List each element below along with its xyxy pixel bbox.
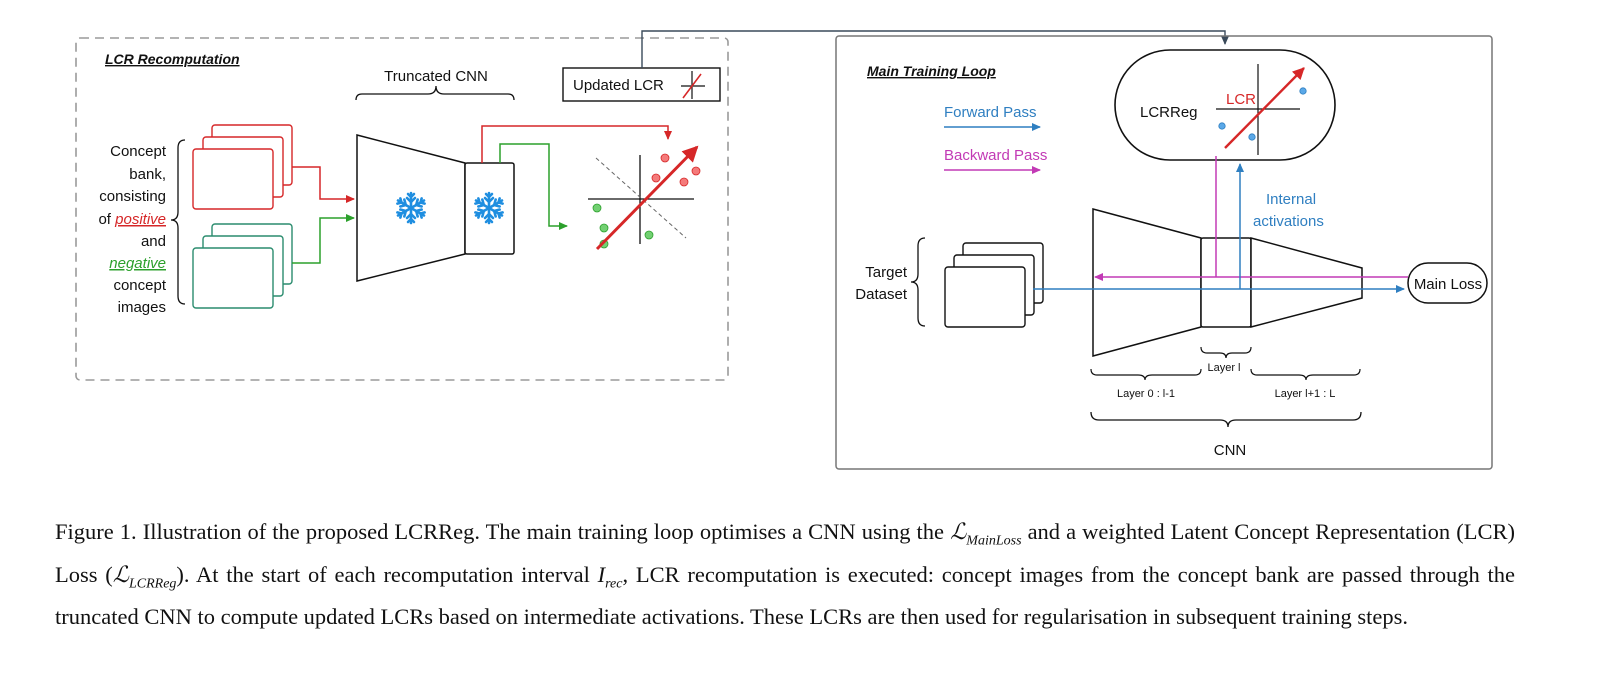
lcrreg-module: [1114, 49, 1336, 161]
math-subscript: MainLoss: [966, 533, 1022, 549]
positive-point: [679, 177, 689, 187]
and-word: and: [141, 233, 166, 250]
main-training-loop-frame: [835, 35, 1493, 470]
math-lcrreg-loss: ℒLCRReg: [112, 561, 177, 592]
lcrreg-point: [1218, 122, 1226, 130]
truncated-cnn-label: Truncated CNN: [384, 68, 488, 85]
negative-word: negative: [109, 255, 166, 272]
math-symbol: ℒ: [112, 561, 129, 587]
concept-bank-label: Concept bank, consisting of positive and…: [98, 143, 166, 316]
negative-image-stack: [192, 223, 293, 309]
lcr-vector-arrow: [595, 145, 699, 251]
main-training-loop-title: Main Training Loop: [867, 63, 996, 79]
math-subscript: LCRReg: [128, 576, 177, 591]
caption-text: , LCR recomputation is executed: concept…: [55, 561, 1515, 630]
concept-bank-line-4: of positive: [98, 211, 166, 228]
lcrreg-point: [1248, 133, 1256, 141]
math-subscript: rec: [605, 576, 623, 591]
positive-point: [651, 173, 661, 183]
cnn-label: CNN: [1214, 442, 1247, 459]
cnn-brace: [1090, 411, 1362, 428]
negative-activation-arrow: [499, 143, 568, 230]
positive-input-arrow: [292, 166, 355, 203]
lcr-label: LCR: [1226, 91, 1256, 108]
negative-point: [599, 223, 609, 233]
concept-bank-brace: [170, 139, 186, 305]
math-irec: Irec: [597, 561, 623, 592]
caption-text: Illustration of the proposed LCRReg. The…: [136, 519, 951, 544]
lcr-recomputation-panel: LCR Recomputation Concept bank, consisti…: [75, 37, 729, 381]
images-word: images: [118, 299, 166, 316]
lcrreg-diagram: LCR Recomputation Concept bank, consisti…: [75, 30, 1493, 470]
layer-l-label: Layer l: [1207, 362, 1240, 374]
forward-pass-legend-label: Forward Pass: [944, 104, 1037, 121]
truncated-cnn-brace: [355, 85, 515, 101]
lcrreg-label: LCRReg: [1140, 104, 1198, 121]
math-main-loss: ℒMainLoss: [950, 519, 1021, 549]
negative-input-arrow: [292, 214, 355, 264]
lcr-recomputation-frame: [75, 37, 729, 381]
internal-activations-line-1: Internal: [1266, 191, 1316, 208]
negative-point: [644, 230, 654, 240]
of-word: of: [98, 211, 111, 228]
mini-lcr-icon: [681, 71, 705, 99]
layer-0-brace: [1090, 368, 1202, 381]
concept-bank-line-1: Concept: [110, 143, 167, 160]
negative-points: [592, 203, 654, 249]
cnn-early-layers: [1092, 208, 1202, 357]
negative-point: [592, 203, 602, 213]
lcr-scatter-plot: [588, 145, 701, 251]
target-dataset-line-2: Dataset: [855, 286, 908, 303]
cnn-late-layers: [1250, 237, 1363, 328]
updated-lcr-label: Updated LCR: [573, 77, 664, 94]
main-loss-node: [1407, 262, 1488, 304]
concept-bank-line-3: consisting: [99, 188, 166, 205]
math-symbol: I: [597, 561, 606, 587]
target-dataset-line-1: Target: [865, 264, 908, 281]
cnn-layer-l: [1200, 237, 1252, 328]
positive-points: [651, 153, 701, 187]
lcrreg-point: [1299, 87, 1307, 95]
positive-point: [691, 166, 701, 176]
positive-word: positive: [114, 211, 166, 228]
lcrreg-scatter: LCR: [1216, 64, 1307, 155]
positive-image-stack: [192, 124, 293, 210]
figure-number: Figure 1.: [55, 519, 137, 544]
layer-l-brace: [1200, 346, 1252, 359]
layer-rest-brace: [1250, 368, 1361, 381]
target-dataset-image-stack: [944, 242, 1044, 328]
caption-text: ). At the start of each recomputation in…: [176, 561, 598, 587]
decision-boundary: [595, 157, 687, 239]
positive-point: [660, 153, 670, 163]
positive-activation-arrow: [481, 125, 672, 163]
lcr-update-connector: [641, 30, 1229, 68]
figure-caption: Figure 1. Illustration of the proposed L…: [55, 515, 1515, 633]
lcr-recomputation-title: LCR Recomputation: [105, 51, 240, 67]
concept-bank-line-2: bank,: [129, 166, 166, 183]
lcrreg-vector-arrow: [1224, 67, 1305, 149]
layer-rest-label: Layer l+1 : L: [1275, 388, 1336, 400]
target-dataset-brace: [910, 237, 926, 327]
main-training-loop-panel: Main Training Loop Forward Pass Backward…: [835, 35, 1493, 470]
caption-text: and a weighted Latent Concept Representa…: [55, 519, 1515, 587]
internal-activations-line-2: activations: [1253, 213, 1324, 230]
backward-pass-legend-label: Backward Pass: [944, 147, 1047, 164]
math-symbol: ℒ: [950, 519, 967, 544]
layer-0-label: Layer 0 : l-1: [1117, 388, 1175, 400]
concept-word: concept: [113, 277, 166, 294]
main-loss-label: Main Loss: [1414, 276, 1482, 293]
